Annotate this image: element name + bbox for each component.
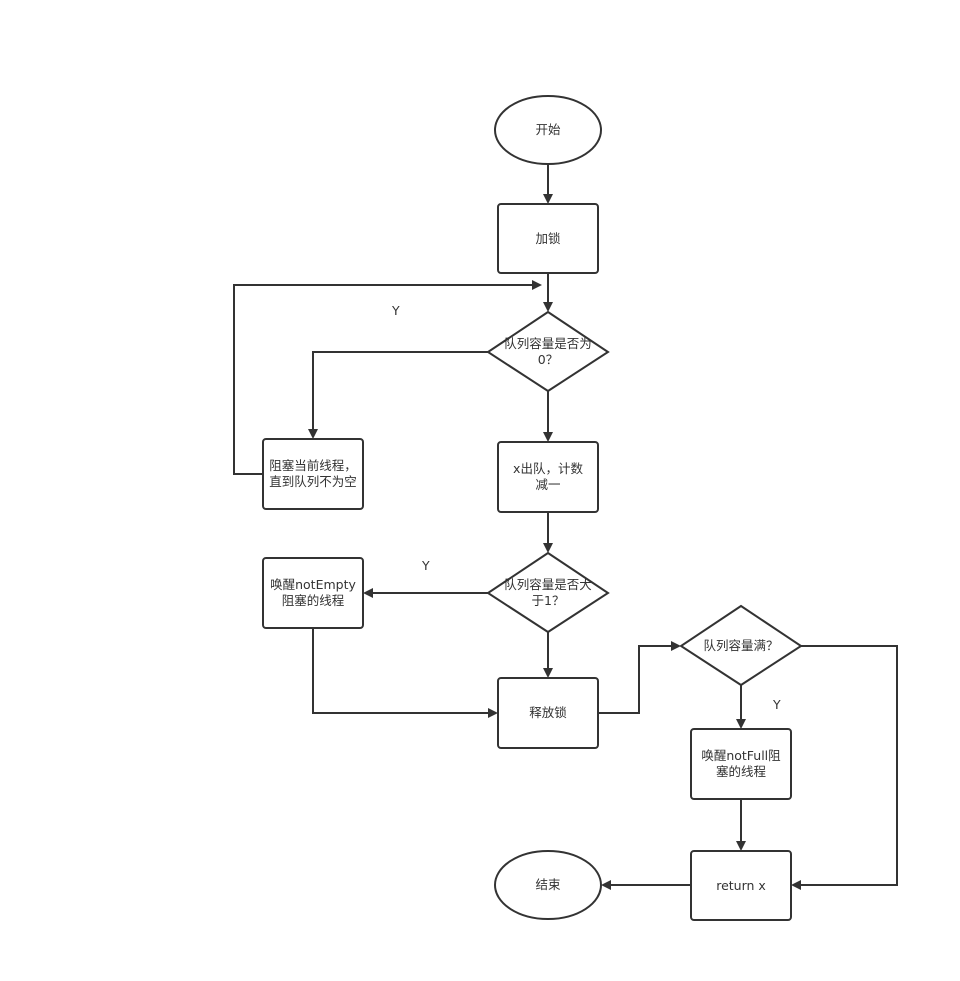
end-node xyxy=(494,850,602,920)
wake-not-full-node xyxy=(690,728,792,800)
check-empty-decision xyxy=(486,310,610,393)
start-label: 开始 xyxy=(535,122,561,137)
return-node xyxy=(690,850,792,921)
edge-block-loop-to-check xyxy=(233,280,542,475)
gt1-yes-label: Y xyxy=(422,558,430,573)
block-thread-node xyxy=(262,438,364,510)
empty-yes-label: Y xyxy=(392,303,400,318)
wake-not-empty-label: 唤醒notEmpty阻塞的线程 xyxy=(270,577,356,608)
unlock-label: 释放锁 xyxy=(529,705,567,720)
block-thread-label: 阻塞当前线程，直到队列不为空 xyxy=(269,458,357,489)
dequeue-node xyxy=(497,441,599,513)
check-gt1-decision xyxy=(486,551,610,634)
end-label: 结束 xyxy=(535,877,561,892)
check-gt1-label: 队列容量是否大于1？ xyxy=(504,577,592,608)
check-empty-label: 队列容量是否为0？ xyxy=(504,336,592,367)
edge-unlock-to-check-full xyxy=(598,641,681,714)
check-full-decision xyxy=(679,604,803,687)
wake-not-empty-node xyxy=(262,557,364,629)
lock-label: 加锁 xyxy=(535,230,561,246)
start-node xyxy=(494,95,602,165)
dequeue-label: x出队，计数减一 xyxy=(513,461,583,492)
lock-node xyxy=(497,203,599,274)
unlock-node xyxy=(497,677,599,749)
edge-wake-empty-to-unlock xyxy=(312,628,498,718)
return-label: return x xyxy=(716,877,766,893)
edge-check-full-no-to-return xyxy=(791,645,898,890)
full-yes-label: Y xyxy=(773,697,781,712)
edge-check-empty-yes-to-block xyxy=(308,351,488,439)
check-full-label: 队列容量满？ xyxy=(703,638,779,653)
wake-not-full-label: 唤醒notFull阻塞的线程 xyxy=(701,748,781,779)
